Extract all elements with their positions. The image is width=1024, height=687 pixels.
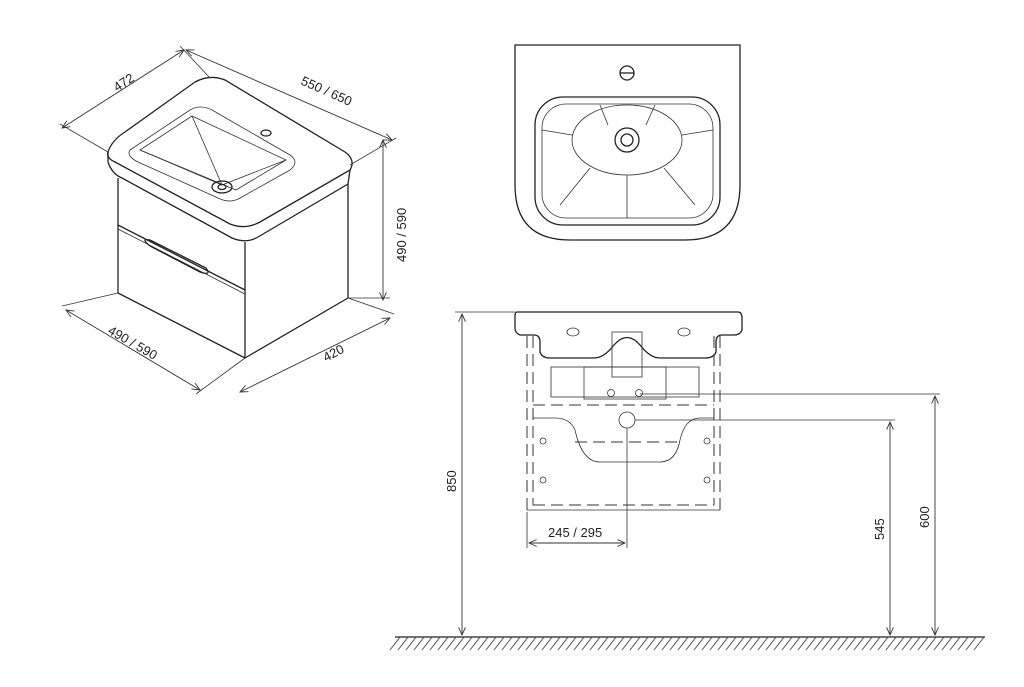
siphon-height-label: 600: [917, 506, 932, 528]
top-view-basin: [514, 44, 741, 241]
ground-hatch-line: [637, 636, 649, 651]
ground-hatch-line: [685, 636, 697, 651]
ground-hatch-line: [517, 636, 529, 651]
ground-hatch-line: [853, 636, 865, 651]
ground-hatch-line: [669, 636, 681, 651]
ground-hatch-line: [469, 636, 481, 651]
width-top-label: 550 / 650: [299, 73, 355, 109]
ground-hatch-line: [917, 636, 929, 651]
ground-hatch-line: [557, 636, 569, 651]
ground-hatch-line: [677, 636, 689, 651]
ground-hatch-line: [565, 636, 577, 651]
ground-hatch-line: [493, 636, 505, 651]
ground-hatch-line: [805, 636, 817, 651]
ground-hatch-line: [509, 636, 521, 651]
cabinet-depth-label: 420: [320, 341, 346, 364]
ground-hatch-line: [541, 636, 553, 651]
ground-hatch-line: [877, 636, 889, 651]
width-bottom-label: 490 / 590: [106, 323, 160, 363]
ground-hatch-line: [725, 636, 737, 651]
total-height-label: 850: [444, 470, 459, 492]
ground-hatch-line: [781, 636, 793, 651]
ground-hatch-line: [389, 636, 401, 651]
ground-hatch-line: [613, 636, 625, 651]
ground-hatch-line: [925, 636, 937, 651]
ground-hatch-line: [909, 636, 921, 651]
ground-hatch-line: [597, 636, 609, 651]
ground-hatch-line: [437, 636, 449, 651]
drain-offset-label: 245 / 295: [548, 525, 602, 540]
front-view-dimensions: 850 245 / 295 545 600: [444, 311, 940, 635]
ground-hatch-line: [709, 636, 721, 651]
ground-hatch-line: [829, 636, 841, 651]
ground-hatch-line: [893, 636, 905, 651]
ground-hatch-line: [869, 636, 881, 651]
ground-hatch-line: [501, 636, 513, 651]
ground-hatch-line: [949, 636, 961, 651]
ground-hatch-line: [821, 636, 833, 651]
ground-hatch-line: [589, 636, 601, 651]
ground-hatch-line: [845, 636, 857, 651]
ground-hatch-line: [453, 636, 465, 651]
ground-hatch-line: [461, 636, 473, 651]
ground-hatch-line: [605, 636, 617, 651]
ground-hatch-line: [973, 636, 985, 651]
ground-hatch-line: [717, 636, 729, 651]
ground-hatch-line: [661, 636, 673, 651]
ground-hatch-line: [629, 636, 641, 651]
ground-hatch-line: [693, 636, 705, 651]
front-view-cabinet: [514, 311, 743, 511]
isometric-dimensions: 472 550 / 650 490 / 590 490 / 590 420: [59, 45, 409, 395]
ground-hatch-line: [861, 636, 873, 651]
ground-hatch-line: [485, 636, 497, 651]
ground-hatch-line: [581, 636, 593, 651]
ground-hatch-line: [757, 636, 769, 651]
ground-hatch-line: [933, 636, 945, 651]
ground-hatch-line: [445, 636, 457, 651]
ground-hatch-line: [765, 636, 777, 651]
depth-label: 472: [110, 70, 136, 94]
ground-hatch-line: [941, 636, 953, 651]
drain-height-label: 545: [872, 518, 887, 540]
ground-hatch-line: [421, 636, 433, 651]
ground-hatch-line: [621, 636, 633, 651]
ground-hatch-line: [397, 636, 409, 651]
ground-hatch-line: [965, 636, 977, 651]
ground-hatch-line: [797, 636, 809, 651]
height-label: 490 / 590: [394, 208, 409, 262]
isometric-cabinet: [107, 76, 353, 359]
ground-hatch-line: [957, 636, 969, 651]
ground-hatch-line: [429, 636, 441, 651]
ground-hatch-line: [901, 636, 913, 651]
ground-hatch-line: [813, 636, 825, 651]
ground-hatch-line: [549, 636, 561, 651]
ground-hatch-line: [413, 636, 425, 651]
ground-hatch-line: [573, 636, 585, 651]
ground-hatch-line: [645, 636, 657, 651]
ground-line: [389, 636, 985, 651]
ground-hatch-line: [653, 636, 665, 651]
ground-hatch-line: [405, 636, 417, 651]
ground-hatch-line: [773, 636, 785, 651]
ground-hatch-line: [477, 636, 489, 651]
ground-hatch-line: [741, 636, 753, 651]
ground-hatch-line: [733, 636, 745, 651]
ground-hatch-line: [525, 636, 537, 651]
ground-hatch-line: [701, 636, 713, 651]
ground-hatch-line: [885, 636, 897, 651]
ground-hatch-line: [533, 636, 545, 651]
ground-hatch-line: [749, 636, 761, 651]
ground-hatch-line: [789, 636, 801, 651]
ground-hatch-line: [837, 636, 849, 651]
